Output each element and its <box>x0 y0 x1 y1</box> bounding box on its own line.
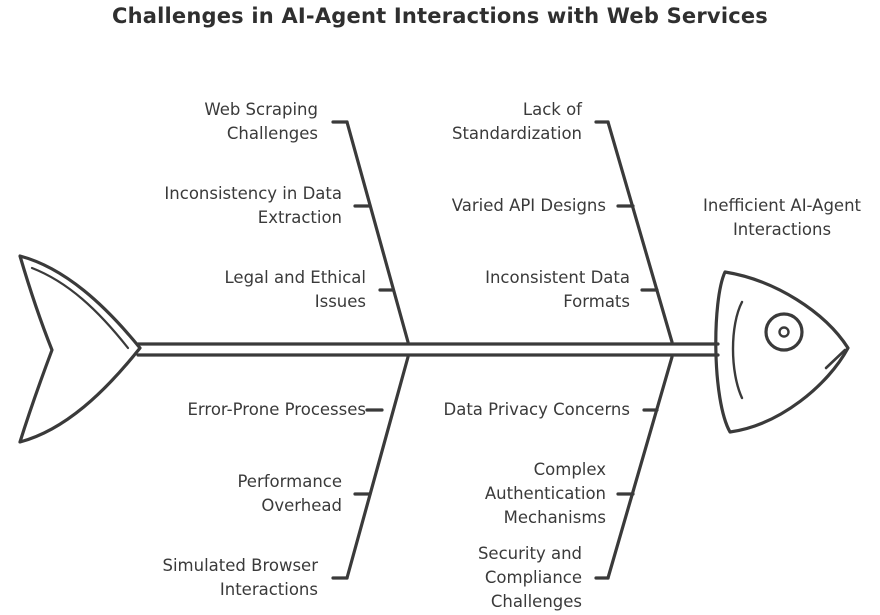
cause-web-scraping-challenges: Web Scraping Challenges <box>204 100 318 143</box>
fish-mouth <box>824 348 847 370</box>
bone-upper-left <box>345 120 410 344</box>
cause-inconsistent-data-formats: Inconsistent Data Formats <box>485 268 630 311</box>
fish-tail-inner <box>30 266 130 350</box>
fish-pupil <box>778 326 790 338</box>
fish-head <box>714 270 850 434</box>
fish-gill <box>731 300 744 400</box>
bone-upper-right <box>606 120 674 344</box>
effect-label: Inefficient AI-Agent Interactions <box>703 196 861 239</box>
bone-lower-right <box>606 355 674 580</box>
fish-tail <box>18 254 142 444</box>
diagram-title: Challenges in AI-Agent Interactions with… <box>111 4 769 28</box>
cause-data-privacy-concerns: Data Privacy Concerns <box>443 400 630 419</box>
cause-inconsistency-in-data-extraction: Inconsistency in Data Extraction <box>164 184 342 227</box>
cause-performance-overhead: Performance Overhead <box>237 472 342 515</box>
cause-simulated-browser-interactions: Simulated Browser Interactions <box>162 556 319 599</box>
cause-varied-api-designs: Varied API Designs <box>451 196 606 215</box>
cause-lack-of-standardization: Lack of Standardization <box>451 100 582 143</box>
cause-error-prone-processes: Error-Prone Processes <box>187 400 367 419</box>
bone-lower-left <box>345 355 410 580</box>
cause-legal-and-ethical-issues: Legal and Ethical Issues <box>224 268 366 311</box>
cause-security-and-compliance-challenges: Security and Compliance Challenges <box>477 544 582 611</box>
fish-eye <box>764 312 804 352</box>
cause-complex-authentication-mechanisms: Complex Authentication Mechanisms <box>484 460 606 527</box>
